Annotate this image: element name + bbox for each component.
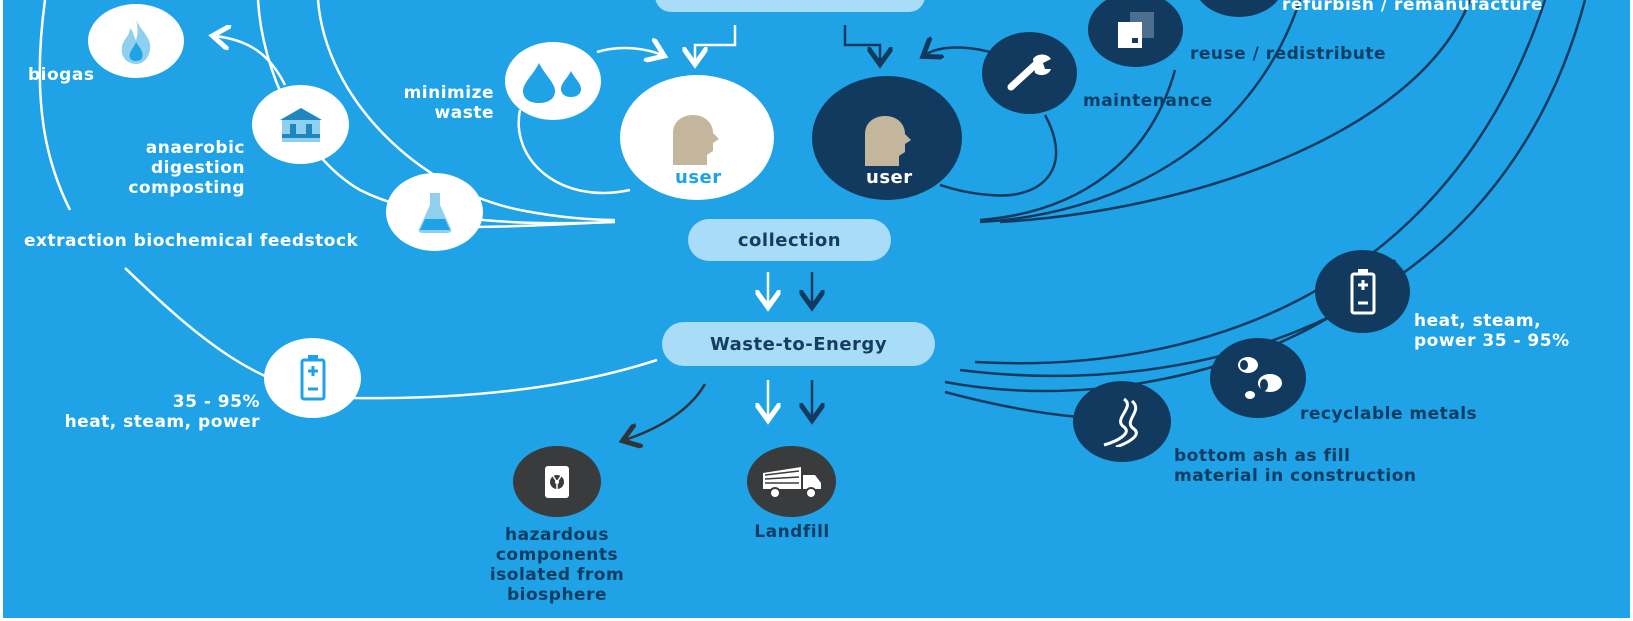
arc-left-outer — [38, 0, 72, 211]
landfill-node — [747, 446, 836, 517]
label-anaerobic-line2: digestion — [150, 158, 245, 178]
label-energy-desc: heat, steam, power — [64, 412, 260, 432]
label-anaerobic-line3: composting — [128, 178, 245, 198]
user-label-dark: user — [866, 167, 913, 188]
battery-node-right — [1315, 250, 1410, 333]
user-label-white: user — [675, 167, 722, 188]
label-landfill: Landfill — [754, 522, 830, 542]
arc-right-5 — [974, 0, 1547, 365]
road-icon — [1103, 397, 1138, 447]
label-bottom-ash: bottom ash as fill material in construct… — [1174, 446, 1417, 486]
label-anaerobic-line1: anaerobic — [145, 138, 245, 158]
radioactive-barrel-icon — [545, 465, 569, 498]
label-maintenance: maintenance — [1083, 91, 1213, 111]
waste-to-energy-pill: Waste-to-Energy — [662, 322, 935, 366]
battery-icon — [1350, 268, 1375, 314]
collection-label: collection — [737, 229, 842, 251]
user-node-dark: user — [812, 76, 962, 200]
label-energy-pct: 35 - 95% — [172, 392, 260, 412]
label-extraction: extraction biochemical feedstock — [24, 231, 359, 251]
hazardous-node — [513, 446, 601, 517]
top-pill — [655, 0, 925, 12]
label-ash-line2: material in construction — [1174, 466, 1417, 486]
label-hazardous-line2: components — [495, 545, 619, 565]
flask-node — [386, 173, 483, 251]
arc-refurbish — [979, 0, 1302, 224]
anaerobic-digester-icon — [279, 107, 322, 142]
label-anaerobic: anaerobic digestion composting — [100, 138, 245, 198]
maintenance-node — [982, 32, 1077, 114]
arc-reuse — [979, 69, 1177, 222]
label-metals: recyclable metals — [1300, 404, 1478, 424]
flame-icon — [121, 20, 151, 64]
label-refurbish: refurbish / remanufacture — [1282, 0, 1543, 15]
collection-pill: collection — [688, 219, 891, 261]
arc-minimize-loop — [517, 109, 631, 195]
battery-node-left — [264, 338, 361, 418]
label-heat-right: heat, steam, power 35 - 95% — [1414, 311, 1570, 351]
biogas-node — [88, 4, 184, 78]
minimize-waste-node — [505, 42, 601, 120]
anaerobic-node — [252, 85, 349, 164]
arrow-hazardous — [625, 383, 707, 440]
label-reuse: reuse / redistribute — [1190, 44, 1387, 64]
bottom-ash-node — [1073, 381, 1171, 462]
metals-node — [1210, 338, 1306, 418]
box-icon — [1117, 11, 1154, 48]
label-minimize-waste: minimize waste — [380, 83, 494, 123]
arrow-white-bend — [695, 25, 737, 62]
arc-biogas — [215, 36, 287, 86]
wrench-icon — [1007, 54, 1051, 91]
label-minimize-line2: waste — [434, 103, 494, 123]
waste-to-energy-label: Waste-to-Energy — [709, 333, 888, 355]
flask-icon — [418, 193, 451, 233]
label-biogas: biogas — [28, 65, 95, 85]
arc-right-4 — [999, 0, 1472, 224]
label-minimize-line1: minimize — [403, 83, 494, 103]
truck-icon — [762, 466, 821, 499]
droplets-icon — [523, 63, 581, 103]
arrow-dark-bend — [843, 25, 880, 62]
reuse-node — [1088, 0, 1183, 67]
person-head-icon — [673, 115, 719, 165]
person-head-icon — [865, 116, 911, 166]
label-hazardous-line3: isolated from — [489, 565, 625, 585]
label-heat-line1: heat, steam, — [1414, 311, 1542, 331]
arc-left-extraction — [124, 267, 658, 400]
label-heat-line2: power 35 - 95% — [1414, 331, 1570, 351]
battery-icon — [300, 355, 325, 401]
label-ash-line1: bottom ash as fill — [1174, 446, 1351, 466]
arc-left-anaerobic — [256, 0, 616, 225]
label-hazardous-line4: biosphere — [506, 585, 607, 605]
arc-minimize-top — [596, 48, 662, 55]
label-hazardous: hazardous components isolated from biosp… — [477, 525, 637, 605]
label-hazardous-line1: hazardous — [505, 525, 609, 545]
metal-cans-icon — [1238, 357, 1282, 399]
label-energy-left: 35 - 95% heat, steam, power — [30, 392, 260, 432]
user-node-white: user — [620, 75, 774, 200]
arc-maintenance-loop — [939, 114, 1058, 197]
